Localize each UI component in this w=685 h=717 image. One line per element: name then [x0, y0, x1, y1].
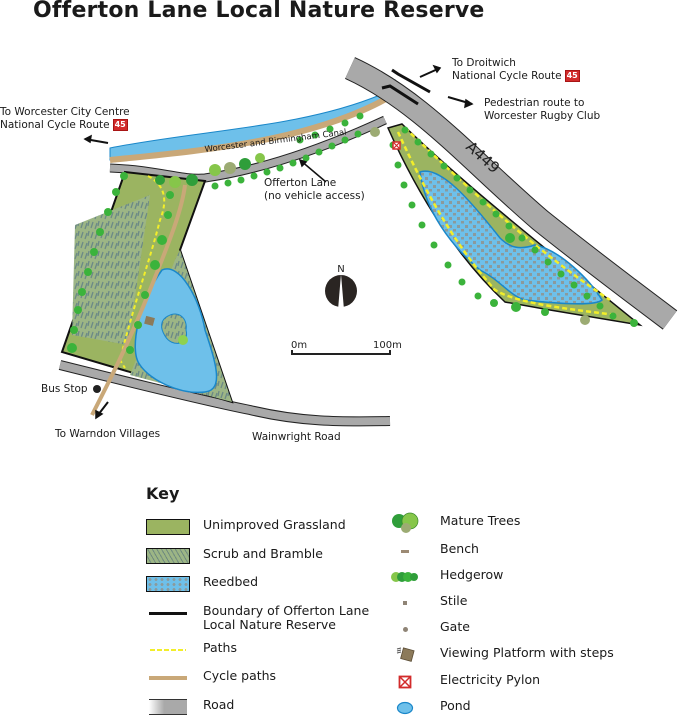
svg-text:100m: 100m [373, 340, 402, 351]
key-item-reedbed: Reedbed [143, 575, 258, 593]
key-item-road: Road [143, 698, 234, 716]
key-item-hedgerow: Hedgerow [380, 568, 503, 586]
key-item-scrub: Scrub and Bramble [143, 547, 323, 565]
key-item-viewing-platform: Viewing Platform with steps [380, 646, 614, 664]
key-item-bench: Bench [380, 542, 479, 560]
bus-stop-label: Bus Stop [41, 383, 88, 395]
mature-trees-icon [392, 512, 419, 533]
key-item-cycle-paths: Cycle paths [143, 669, 276, 687]
key-item-pond: Pond [380, 699, 471, 717]
bus-stop-marker [93, 385, 101, 393]
key-item-paths: Paths [143, 641, 237, 659]
grassland-swatch [146, 519, 190, 535]
ncr-badge: 45 [564, 69, 580, 82]
svg-text:N: N [337, 264, 344, 275]
pond-icon [396, 701, 414, 715]
bench-icon [401, 549, 409, 553]
wainwright-road-label: Wainwright Road [252, 431, 341, 443]
key-title: Key [146, 484, 180, 503]
key-item-stile: Stile [380, 594, 467, 612]
north-arrow-icon: N [325, 264, 357, 310]
scrub-west [72, 195, 150, 345]
worcester-label: To Worcester City Centre National Cycle … [0, 106, 130, 131]
towpath [109, 89, 400, 163]
page-title: Offerton Lane Local Nature Reserve [33, 0, 485, 23]
offerton-lane-label: Offerton Lane (no vehicle access) [264, 177, 365, 202]
key-item-grassland: Unimproved Grassland [143, 518, 346, 536]
scale-bar: 0m 100m [291, 340, 402, 355]
road-line [149, 699, 187, 715]
key-item-electricity-pylon: Electricity Pylon [380, 673, 540, 691]
electricity-pylon-icon [398, 675, 412, 689]
stile-icon [403, 601, 407, 605]
pedestrian-route-label: Pedestrian route to Worcester Rugby Club [484, 97, 601, 122]
gate-icon [402, 626, 408, 632]
key-item-gate: Gate [380, 620, 470, 638]
map: A449 [58, 57, 678, 427]
svg-text:0m: 0m [291, 340, 307, 351]
key-item-mature-trees: Mature Trees [380, 512, 520, 533]
path-dashed-line [150, 649, 186, 651]
warndon-label: To Warndon Villages [55, 428, 161, 440]
viewing-platform-icon [396, 647, 415, 662]
reedbed-swatch [146, 576, 190, 592]
hedgerow-icon [391, 572, 418, 582]
cycle-path-line [149, 676, 187, 680]
scrub-swatch [146, 548, 190, 564]
boundary-line [149, 611, 187, 615]
ncr-badge: 45 [112, 118, 128, 131]
